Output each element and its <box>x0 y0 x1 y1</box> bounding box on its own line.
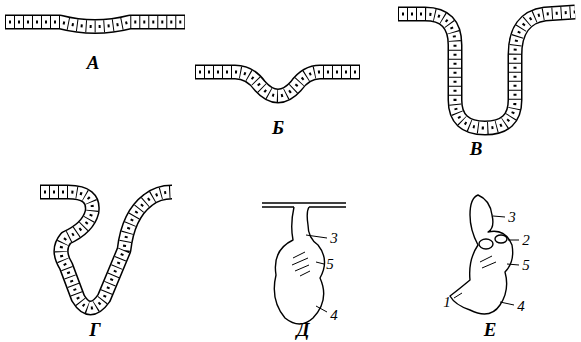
callout-number: 5 <box>522 258 530 273</box>
callout-number: 4 <box>330 308 338 323</box>
stage-letter: Д <box>297 320 310 339</box>
stage-letter: В <box>470 139 483 158</box>
callout-number: 2 <box>522 233 530 248</box>
epithelium-pit <box>195 72 360 96</box>
otic-vesicle-forming <box>40 192 172 308</box>
stage-letter: А <box>87 53 100 72</box>
callout-number: 3 <box>508 210 516 225</box>
membranous-labyrinth <box>450 195 519 314</box>
callout-number: 1 <box>443 295 451 310</box>
epithelium-pocket <box>398 12 575 128</box>
callout-number: 3 <box>330 231 338 246</box>
stage-letter: Б <box>272 118 284 137</box>
otic-vesicle <box>262 203 346 324</box>
callout-number: 5 <box>326 257 334 272</box>
stage-letter: Е <box>484 320 497 339</box>
epithelium-plate <box>5 22 185 27</box>
callout-number: 4 <box>517 299 525 314</box>
stage-letter: Г <box>89 320 100 339</box>
